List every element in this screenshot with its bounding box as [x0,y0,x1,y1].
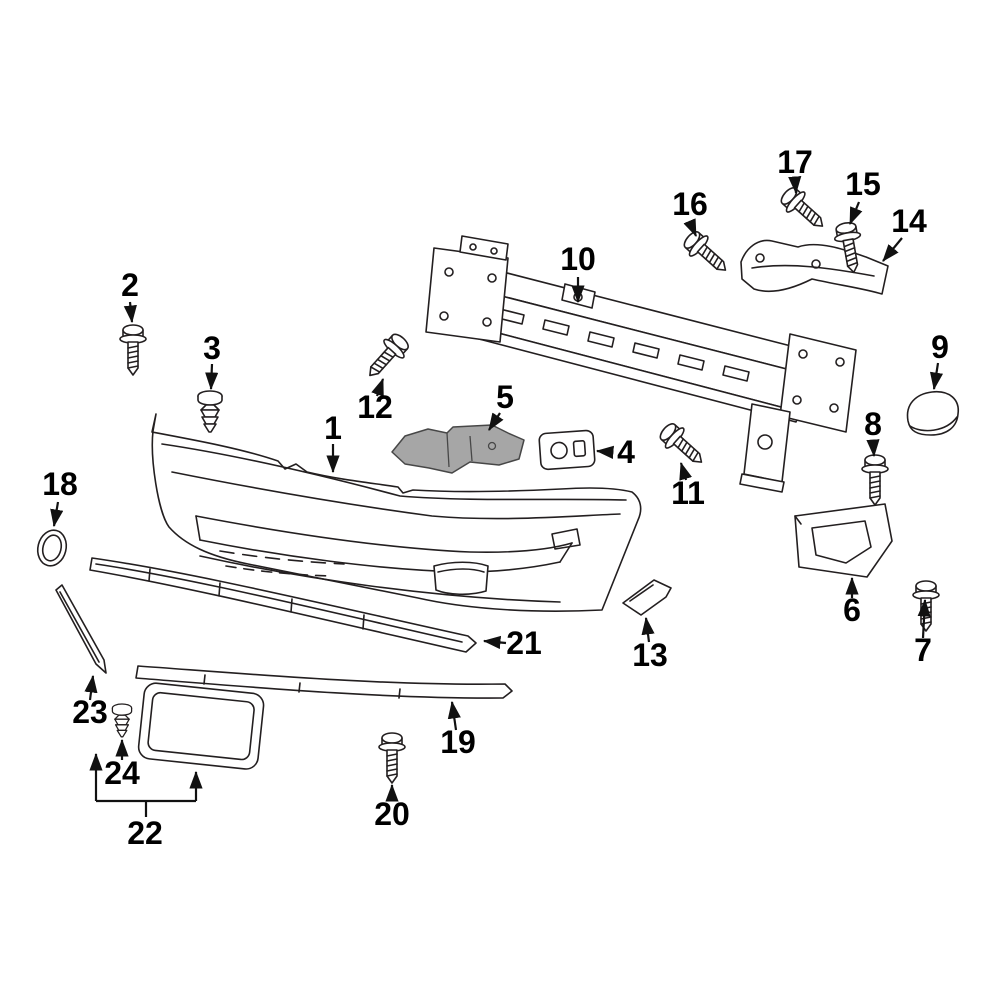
push-clip-3-icon [197,390,223,433]
callout-label-18: 18 [42,466,78,502]
bolt-8-icon [861,454,889,506]
license-plate-bracket-drawing [137,682,265,770]
splash-shield-shape [391,424,525,474]
callout-label-8: 8 [864,406,882,442]
bolt-17-icon [775,182,832,237]
callout-label-13: 13 [632,637,668,673]
callout-label-15: 15 [845,166,881,202]
small-bracket-drawing [538,429,596,471]
impact-bar-drawing [425,235,857,493]
callout-label-4: 4 [617,434,635,470]
leader-lines [50,176,944,817]
bolt-2-icon [119,324,147,376]
lower-spoiler-drawing [89,557,477,653]
callout-label-14: 14 [891,203,927,239]
callout-label-21: 21 [506,625,542,661]
bolt-7-icon [912,580,940,632]
callout-label-5: 5 [496,379,514,415]
bolt-12-icon [359,328,414,385]
callout-label-9: 9 [931,329,949,365]
callout-label-20: 20 [374,796,410,832]
bolt-20-icon [378,732,406,784]
support-rod-drawing [55,584,107,674]
callout-label-6: 6 [843,592,861,628]
callout-label-12: 12 [357,389,393,425]
callout-label-7: 7 [914,632,932,668]
callout-label-3: 3 [203,330,221,366]
callout-label-24: 24 [104,755,140,791]
callout-labels: 1 2 3 4 5 6 7 8 9 10 11 12 13 14 15 16 1… [42,144,949,851]
lower-trim-strip-drawing [135,665,513,699]
bumper-cover-drawing [151,413,642,612]
bumper-bracket-rail-drawing [740,239,889,295]
callout-label-11: 11 [671,475,705,511]
push-clip-24-icon [111,703,133,738]
bolt-16-icon [678,226,735,281]
callout-label-19: 19 [440,724,476,760]
grommet-ring-drawing [36,529,68,567]
callout-label-10: 10 [560,241,596,277]
side-bracket-drawing [794,503,893,578]
callout-label-1: 1 [324,410,342,446]
callout-label-22: 22 [127,815,163,851]
clip-plate-drawing [622,579,672,616]
callout-label-2: 2 [121,267,139,303]
callout-label-16: 16 [672,186,708,222]
callout-label-17: 17 [777,144,813,180]
bolt-11-icon [654,418,711,473]
callout-label-23: 23 [72,694,108,730]
cap-drawing [906,390,959,436]
splash-shield-drawing [391,424,525,474]
